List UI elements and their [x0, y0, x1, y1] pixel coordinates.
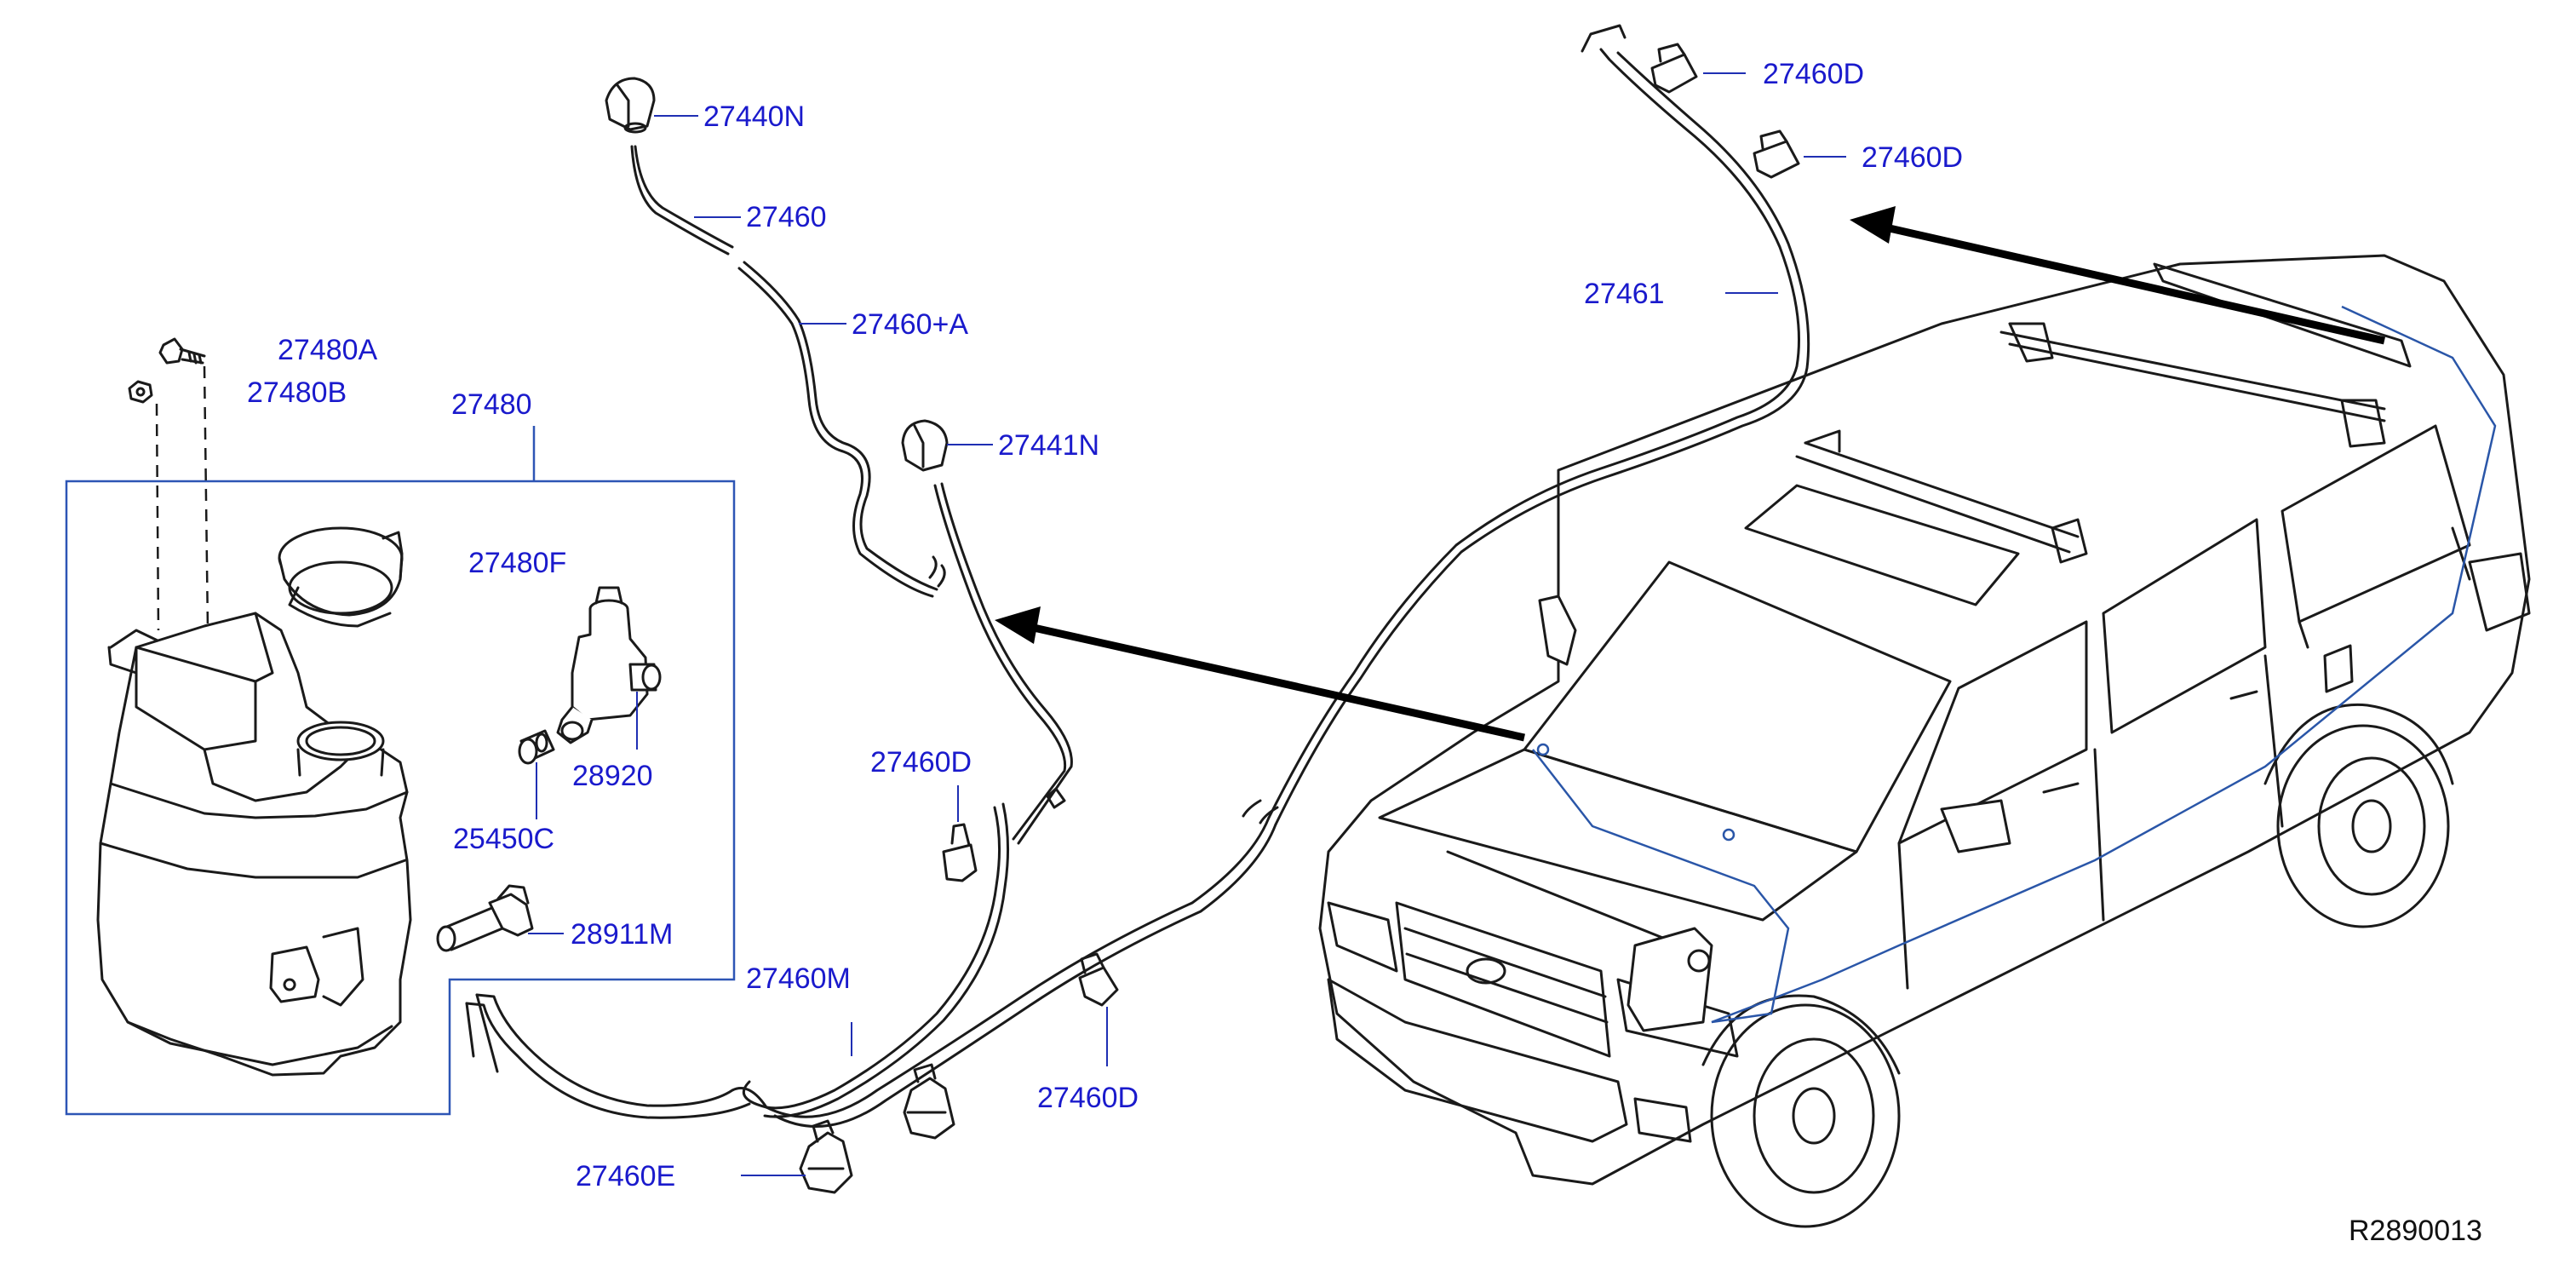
vehicle-illustration: [1318, 254, 2531, 1228]
washer-tank-assembly: [65, 426, 736, 1116]
label-27461: 27461: [1584, 278, 1665, 310]
label-27460A: 27460+A: [852, 308, 968, 341]
clip-27460D-top2: [1753, 129, 1846, 179]
bolt-27480A: [158, 337, 206, 365]
nozzle-27440N: [605, 77, 698, 134]
washer-pump-28920: [556, 586, 662, 750]
main-hose-27460M: [465, 24, 1810, 1128]
label-27441N: 27441N: [998, 429, 1099, 462]
front-hose-27460A: [737, 261, 938, 598]
clip-27460D-top1: [1650, 43, 1746, 94]
label-27460: 27460: [746, 201, 827, 233]
label-27460D-top2: 27460D: [1862, 141, 1963, 174]
clip-27460E: [741, 1119, 853, 1194]
label-27460M: 27460M: [746, 962, 851, 995]
arrow-to-rear-hose: [1850, 206, 2385, 345]
arrow-to-front-nozzle: [995, 606, 1525, 742]
nozzle-27441N: [901, 419, 993, 472]
label-27480F: 27480F: [468, 547, 566, 579]
label-27460D-mid: 27460D: [870, 746, 972, 779]
hose-to-nozzle-27441N: [933, 482, 1073, 845]
clip-27460D-low: [1078, 952, 1119, 1066]
bolt-dash-line: [203, 365, 209, 631]
washer-tank-27480: [96, 612, 412, 1077]
label-27460E: 27460E: [576, 1160, 675, 1192]
label-27440N: 27440N: [703, 101, 805, 133]
nut-27480B: [128, 380, 153, 404]
label-27460D-low: 27460D: [1037, 1082, 1139, 1114]
label-28920: 28920: [572, 760, 653, 792]
label-27480: 27480: [451, 388, 532, 421]
hose-break-marks: [928, 555, 1279, 824]
label-27460D-top1: 27460D: [1763, 58, 1864, 90]
vehicle-hose-route: [1532, 305, 2497, 1024]
clip-27460D-mid: [942, 785, 978, 882]
clip-center: [903, 1063, 955, 1140]
level-sensor-28911M: [436, 884, 564, 952]
nut-dash-line: [155, 403, 160, 631]
front-hose-27460: [630, 145, 741, 256]
assembly-box-outline: [65, 480, 736, 1116]
label-27480A: 27480A: [278, 334, 378, 366]
part-labels: 27440N 27460 27460+A 27441N 27480A 27480…: [247, 58, 2482, 1247]
grommet-25450C: [518, 729, 555, 819]
label-25450C: 25450C: [453, 823, 554, 855]
label-27480B: 27480B: [247, 376, 347, 409]
filler-cap-27480F: [278, 526, 404, 628]
diagram-reference-code: R2890013: [2349, 1215, 2482, 1247]
label-28911M: 28911M: [571, 918, 673, 951]
